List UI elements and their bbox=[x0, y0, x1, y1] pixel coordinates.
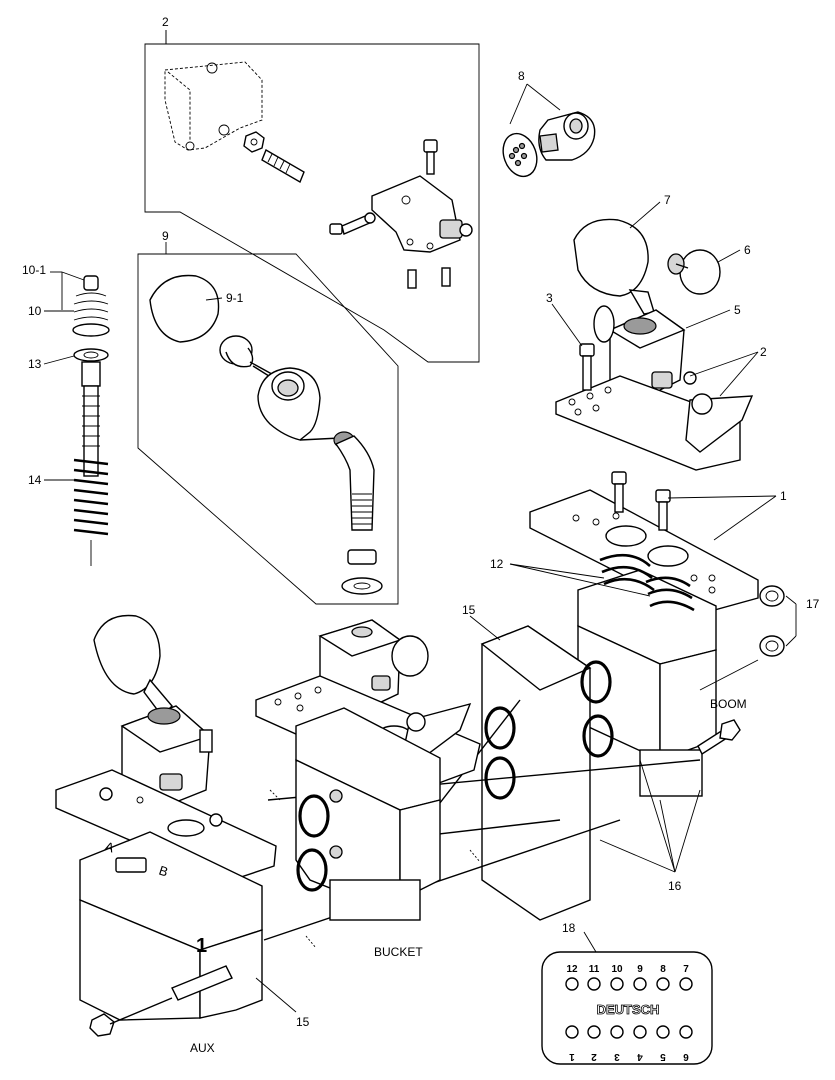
connector-pin-bottom-6: 6 bbox=[683, 1051, 689, 1062]
section-number-marking: 1 bbox=[196, 935, 207, 957]
kit-2-group bbox=[144, 30, 480, 363]
callout-8: 8 bbox=[518, 69, 525, 83]
deutsch-connector: 12 11 10 9 8 7 DEUTSCH 1 2 3 4 5 6 bbox=[541, 951, 713, 1065]
callout-2-right: 2 bbox=[760, 345, 767, 359]
aux-control-head bbox=[55, 614, 277, 883]
kit-9-group bbox=[137, 253, 399, 605]
middle-spacer-15 bbox=[480, 625, 614, 921]
connector-pin-bottom-1: 1 bbox=[569, 1051, 575, 1062]
connector-pin-bottom-2: 2 bbox=[591, 1051, 597, 1062]
callout-10: 10 bbox=[28, 304, 42, 318]
callout-6: 6 bbox=[744, 243, 751, 257]
connector-pin-bottom-5: 5 bbox=[660, 1051, 666, 1062]
bucket-label: BUCKET bbox=[374, 945, 423, 959]
callout-17: 17 bbox=[806, 597, 820, 611]
nut-bolt bbox=[243, 131, 305, 184]
callout-9-1: 9-1 bbox=[226, 291, 244, 305]
connector-pin-bottom-3: 3 bbox=[614, 1051, 620, 1062]
lever-handle bbox=[219, 335, 341, 441]
bent-shaft bbox=[333, 431, 383, 595]
connector-pin-top-9: 9 bbox=[637, 964, 643, 975]
cap-assembly-8 bbox=[502, 111, 596, 178]
callout-18: 18 bbox=[562, 921, 576, 935]
boom-control-head bbox=[555, 218, 754, 471]
boom-valve-body bbox=[577, 553, 785, 797]
boom-label: BOOM bbox=[710, 697, 747, 711]
connector-pin-top-7: 7 bbox=[683, 964, 689, 975]
bracket-plate bbox=[371, 175, 473, 253]
bucket-valve-body bbox=[295, 707, 441, 921]
leader-lines bbox=[43, 30, 797, 1013]
knob-9-1 bbox=[149, 274, 220, 343]
connector-pin-top-12: 12 bbox=[566, 964, 578, 975]
callout-10-1: 10-1 bbox=[22, 263, 46, 277]
connector-pin-top-8: 8 bbox=[660, 964, 666, 975]
boom-spacer-plate bbox=[529, 471, 759, 615]
callout-9: 9 bbox=[162, 229, 169, 243]
callout-5: 5 bbox=[734, 303, 741, 317]
small-bolt bbox=[329, 212, 376, 235]
callout-15-top: 15 bbox=[462, 603, 476, 617]
bracket-dashed bbox=[164, 61, 263, 151]
callout-14: 14 bbox=[28, 473, 42, 487]
callout-16: 16 bbox=[668, 879, 682, 893]
callout-labels: 2 8 7 9 6 10-1 9-1 3 5 10 2 13 14 1 12 1… bbox=[22, 15, 820, 1029]
callout-3: 3 bbox=[546, 291, 553, 305]
spring-stack bbox=[72, 275, 110, 566]
screw-top bbox=[423, 139, 438, 175]
aux-label: AUX bbox=[190, 1041, 215, 1055]
callout-12: 12 bbox=[490, 557, 504, 571]
connector-pin-top-11: 11 bbox=[589, 964, 600, 975]
callout-7: 7 bbox=[664, 193, 671, 207]
callout-1: 1 bbox=[780, 489, 787, 503]
section-labels: BOOM BUCKET AUX bbox=[190, 697, 747, 1055]
callout-2-top: 2 bbox=[162, 15, 169, 29]
connector-pin-top-10: 10 bbox=[611, 964, 623, 975]
callout-15-bottom: 15 bbox=[296, 1015, 310, 1029]
callout-13: 13 bbox=[28, 357, 42, 371]
connector-brand: DEUTSCH bbox=[597, 1002, 660, 1017]
connector-pin-bottom-4: 4 bbox=[637, 1051, 643, 1062]
aux-valve-body: A B 1 bbox=[79, 831, 263, 1037]
